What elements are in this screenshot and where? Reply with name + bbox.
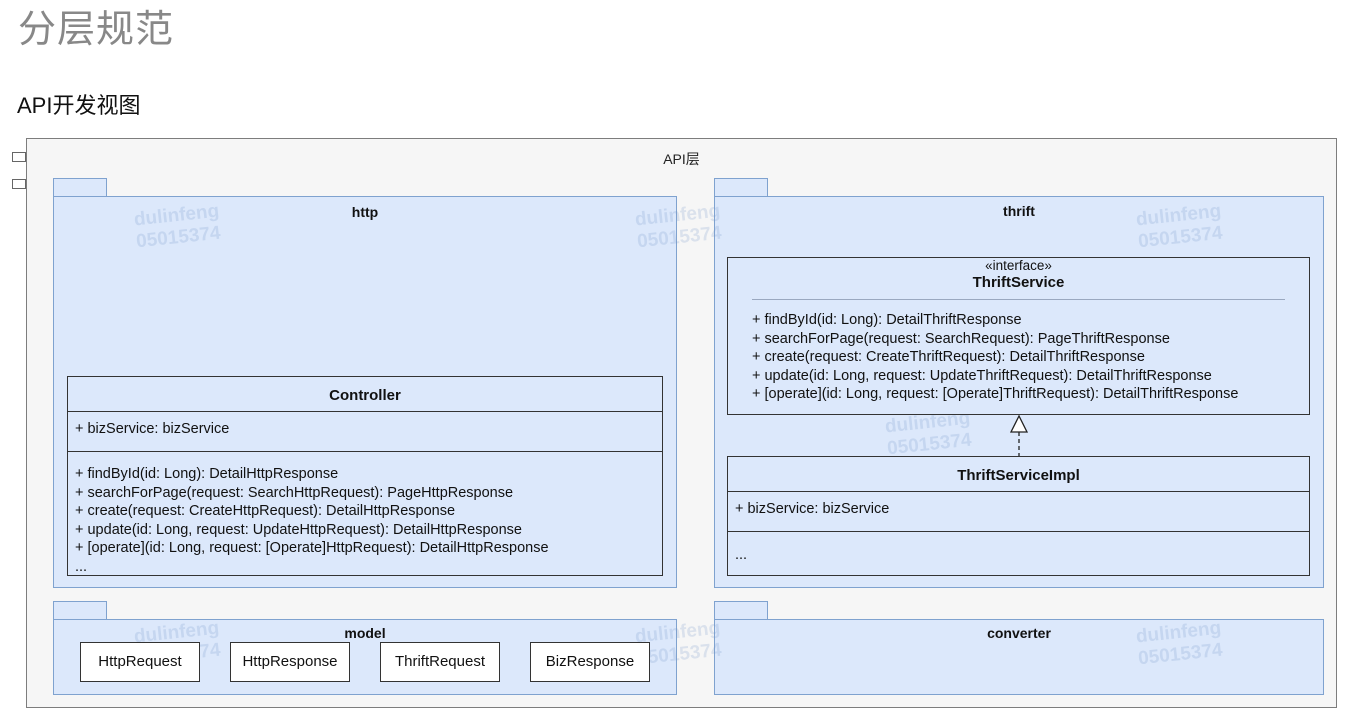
class-divider (728, 491, 1309, 492)
impl-method: ... (735, 547, 748, 563)
thrift-service-impl-name: ThriftServiceImpl (957, 467, 1080, 484)
class-divider (728, 531, 1309, 532)
http-response-class: HttpResponse (230, 642, 350, 682)
controller-method: + create(request: CreateHttpRequest): De… (75, 503, 456, 519)
interface-stereotype: «interface» (985, 258, 1052, 273)
thrift-service-method: + [operate](id: Long, request: [Operate]… (752, 386, 1239, 402)
controller-class: Controller + bizService: bizService + fi… (67, 376, 663, 576)
component-icon-top (12, 152, 26, 162)
thrift-service-method: + create(request: CreateThriftRequest): … (752, 349, 1145, 365)
controller-class-name: Controller (329, 387, 401, 404)
page-title: 分层规范 (18, 9, 175, 51)
model-package-tab (53, 601, 107, 620)
thrift-service-interface: «interface» ThriftService + findById(id:… (727, 257, 1310, 415)
thrift-service-method: + searchForPage(request: SearchRequest):… (752, 330, 1170, 347)
api-layer-label: API层 (663, 151, 700, 167)
thrift-service-name: ThriftService (972, 274, 1065, 291)
http-request-class: HttpRequest (80, 642, 200, 682)
controller-method: + update(id: Long, request: UpdateHttpRe… (75, 521, 522, 538)
controller-attribute: + bizService: bizService (75, 421, 230, 437)
http-package-label: http (351, 204, 379, 220)
component-icon-bottom (12, 179, 26, 189)
converter-package-tab (714, 601, 768, 620)
impl-attribute: + bizService: bizService (735, 501, 890, 517)
model-package-label: model (344, 625, 386, 641)
thrift-service-method: + update(id: Long, request: UpdateThrift… (752, 367, 1212, 384)
section-heading: API开发视图 (17, 93, 141, 118)
class-divider (68, 451, 662, 452)
controller-method: ... (75, 558, 88, 575)
thrift-request-class: ThriftRequest (380, 642, 500, 682)
thrift-package-label: thrift (1003, 203, 1035, 219)
converter-package: converter (714, 619, 1324, 695)
realization-arrow (1009, 414, 1029, 456)
converter-package-label: converter (987, 625, 1051, 641)
controller-method: + searchForPage(request: SearchHttpReque… (75, 484, 514, 501)
thrift-service-method: + findById(id: Long): DetailThriftRespon… (752, 312, 1022, 328)
thrift-package-tab (714, 178, 768, 197)
controller-method: + [operate](id: Long, request: [Operate]… (75, 540, 549, 556)
class-divider (68, 411, 662, 412)
controller-method: + findById(id: Long): DetailHttpResponse (75, 466, 339, 482)
class-divider (752, 299, 1285, 300)
biz-response-class: BizResponse (530, 642, 650, 682)
thrift-service-impl-class: ThriftServiceImpl + bizService: bizServi… (727, 456, 1310, 576)
http-package-tab (53, 178, 107, 197)
